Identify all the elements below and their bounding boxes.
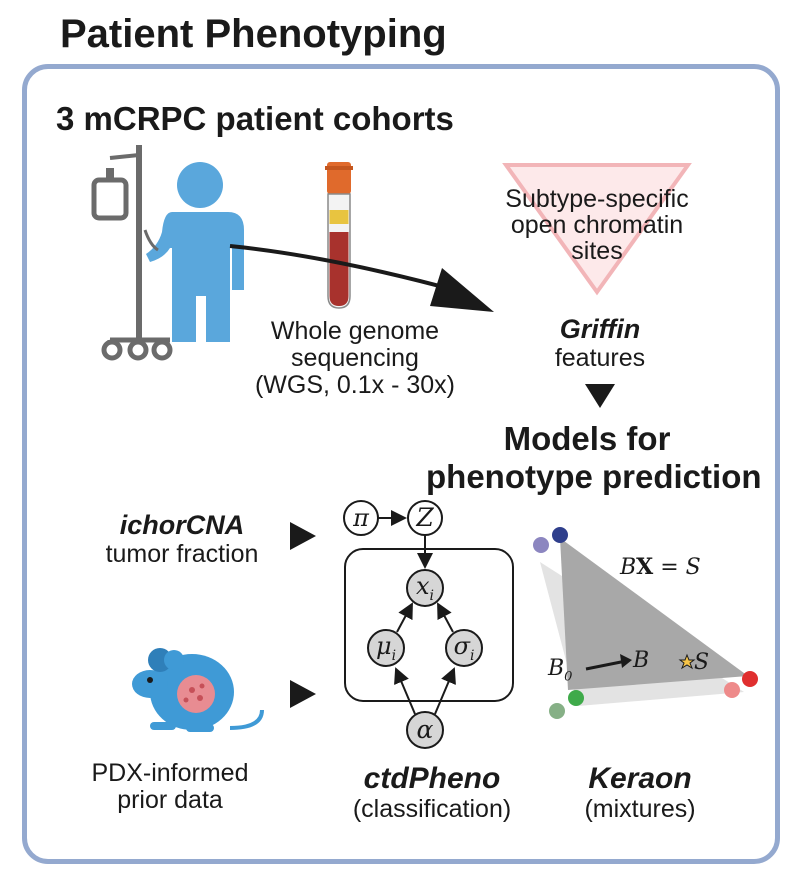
griffin-block: Griffin features (500, 314, 700, 372)
keraon-equation: BX = S (620, 554, 701, 580)
ichor-arrow (290, 522, 316, 550)
ctdpheno-name: ctdPheno (363, 762, 501, 795)
pdx-line-2: prior data (117, 786, 223, 814)
node-mu: μi (366, 632, 406, 664)
node-sigma: σi (444, 632, 484, 664)
iv-stand-icon (91, 145, 173, 361)
griffin-name: Griffin (559, 314, 641, 344)
node-mu-sub: i (391, 647, 397, 664)
ichorcna-label: tumor fraction (105, 540, 259, 568)
eq-b: B (620, 555, 637, 580)
ctdpheno-block: ctdPheno (classification) (332, 762, 532, 823)
node-pi: π (353, 504, 369, 532)
b0-symbol: B (548, 656, 565, 681)
ctdpheno-graph (343, 500, 514, 749)
page-title: Patient Phenotyping (60, 12, 447, 56)
keraon-block: Keraon (mixtures) (545, 762, 735, 823)
ichorcna-name: ichorCNA (119, 510, 245, 540)
blood-tube-icon (325, 162, 353, 309)
griffin-down-arrow (585, 384, 615, 408)
node-x: xi (405, 572, 445, 604)
label-b: B (633, 648, 650, 673)
keraon-name: Keraon (588, 762, 692, 795)
cohort-heading: 3 mCRPC patient cohorts (56, 100, 454, 137)
ichorcna-block: ichorCNA tumor fraction (82, 510, 282, 568)
node-sigma-symbol: σ (453, 632, 470, 660)
label-b0: B0 (548, 656, 572, 684)
chromatin-sites-label: Subtype-specific open chromatin sites (482, 186, 712, 264)
eq-x: X (636, 554, 654, 580)
node-alpha: α (416, 715, 434, 744)
chromatin-sites-triangle (502, 163, 692, 296)
sites-line-3: sites (571, 237, 623, 265)
node-z: Z (416, 503, 434, 532)
panel-frame (22, 64, 780, 864)
models-line-1: Models for (503, 420, 671, 457)
wgs-line-2: sequencing (291, 344, 419, 372)
keraon-simplex (533, 527, 758, 719)
ctdpheno-label: (classification) (352, 795, 512, 823)
mouse-icon (132, 648, 264, 732)
patient-icon (146, 162, 244, 342)
wgs-caption: Whole genome sequencing (WGS, 0.1x - 30x… (235, 318, 475, 399)
wgs-line-1: Whole genome (270, 317, 440, 345)
keraon-label: (mixtures) (584, 795, 696, 823)
sites-line-1: Subtype-specific (505, 185, 689, 213)
sites-line-2: open chromatin (510, 211, 684, 239)
wgs-arrow (229, 244, 494, 312)
pdx-line-1: PDX-informed (91, 759, 249, 787)
griffin-label: features (554, 344, 646, 372)
models-line-2: phenotype prediction (426, 458, 762, 495)
node-mu-symbol: μ (375, 632, 392, 660)
iv-line (143, 229, 159, 252)
node-x-symbol: x (415, 572, 430, 600)
wgs-line-3: (WGS, 0.1x - 30x) (254, 371, 456, 399)
b0-sub: 0 (564, 669, 573, 685)
pdx-caption: PDX-informed prior data (70, 760, 270, 814)
eq-rest: = S (653, 555, 701, 580)
node-sigma-sub: i (469, 647, 475, 664)
pdx-arrow (290, 680, 316, 708)
node-x-sub: i (429, 587, 435, 604)
models-heading: Models for phenotype prediction (426, 420, 762, 496)
label-s: S (694, 650, 710, 675)
